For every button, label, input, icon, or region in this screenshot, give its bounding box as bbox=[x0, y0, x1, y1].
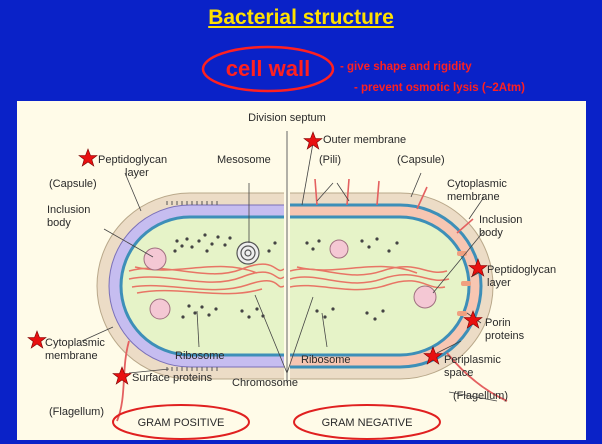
inclusion-body-right bbox=[414, 286, 436, 308]
label-gram-negative: GRAM NEGATIVE bbox=[322, 417, 413, 429]
mesosome bbox=[237, 242, 259, 264]
label-surface-proteins: Surface proteins bbox=[132, 372, 213, 384]
label-cytoplasmic-membrane-left-1: Cytoplasmic bbox=[45, 337, 105, 349]
label-peptidoglycan-left-1: Peptidoglycan bbox=[98, 154, 167, 166]
bacterial-structure-diagram: Division septum Outer membrane Peptidogl… bbox=[17, 101, 586, 440]
label-cytoplasmic-membrane-left-2: membrane bbox=[45, 350, 98, 362]
cell-wall-term: cell wall bbox=[226, 56, 310, 82]
label-cytoplasmic-membrane-right-2: membrane bbox=[447, 191, 500, 203]
label-division-septum: Division septum bbox=[248, 112, 326, 124]
star-outer-membrane bbox=[304, 132, 322, 149]
label-ribosome-right: Ribosome bbox=[301, 354, 351, 366]
label-peptidoglycan-right-1: Peptidoglycan bbox=[487, 264, 556, 276]
label-chromosome: Chromosome bbox=[232, 377, 298, 389]
label-pili: (Pili) bbox=[319, 154, 341, 166]
label-flagellum-left: (Flagellum) bbox=[49, 406, 104, 418]
label-periplasmic-space-1: Periplasmic bbox=[444, 354, 501, 366]
label-ribosome-left: Ribosome bbox=[175, 350, 225, 362]
label-porin-proteins-1: Porin bbox=[485, 317, 511, 329]
label-inclusion-body-left-1: Inclusion bbox=[47, 204, 90, 216]
diagram-panel: Division septum Outer membrane Peptidogl… bbox=[17, 101, 586, 440]
star-surface-proteins bbox=[113, 367, 131, 384]
label-peptidoglycan-right-2: layer bbox=[487, 277, 511, 289]
label-peptidoglycan-left-2: layer bbox=[125, 167, 149, 179]
inclusion-body-left bbox=[144, 248, 166, 270]
label-inclusion-body-right-2: body bbox=[479, 227, 503, 239]
star-peptidoglycan-left bbox=[79, 149, 97, 166]
label-inclusion-body-right-1: Inclusion bbox=[479, 214, 522, 226]
function-osmotic-lysis: - prevent osmotic lysis (~2Atm) bbox=[354, 82, 525, 94]
label-porin-proteins-2: proteins bbox=[485, 330, 525, 342]
label-cytoplasmic-membrane-right-1: Cytoplasmic bbox=[447, 178, 507, 190]
label-periplasmic-space-2: space bbox=[444, 367, 473, 379]
label-flagellum-right: (Flagellum) bbox=[453, 390, 508, 402]
cell-wall-callout: cell wall bbox=[200, 44, 336, 94]
label-mesosome: Mesosome bbox=[217, 154, 271, 166]
star-cytoplasmic-membrane-left bbox=[28, 331, 46, 348]
label-capsule-left: (Capsule) bbox=[49, 178, 97, 190]
label-inclusion-body-left-2: body bbox=[47, 217, 71, 229]
label-capsule-right: (Capsule) bbox=[397, 154, 445, 166]
slide-title: Bacterial structure bbox=[0, 6, 602, 30]
label-gram-positive: GRAM POSITIVE bbox=[138, 417, 225, 429]
function-shape-rigidity: - give shape and rigidity bbox=[340, 61, 472, 73]
label-outer-membrane: Outer membrane bbox=[323, 134, 406, 146]
